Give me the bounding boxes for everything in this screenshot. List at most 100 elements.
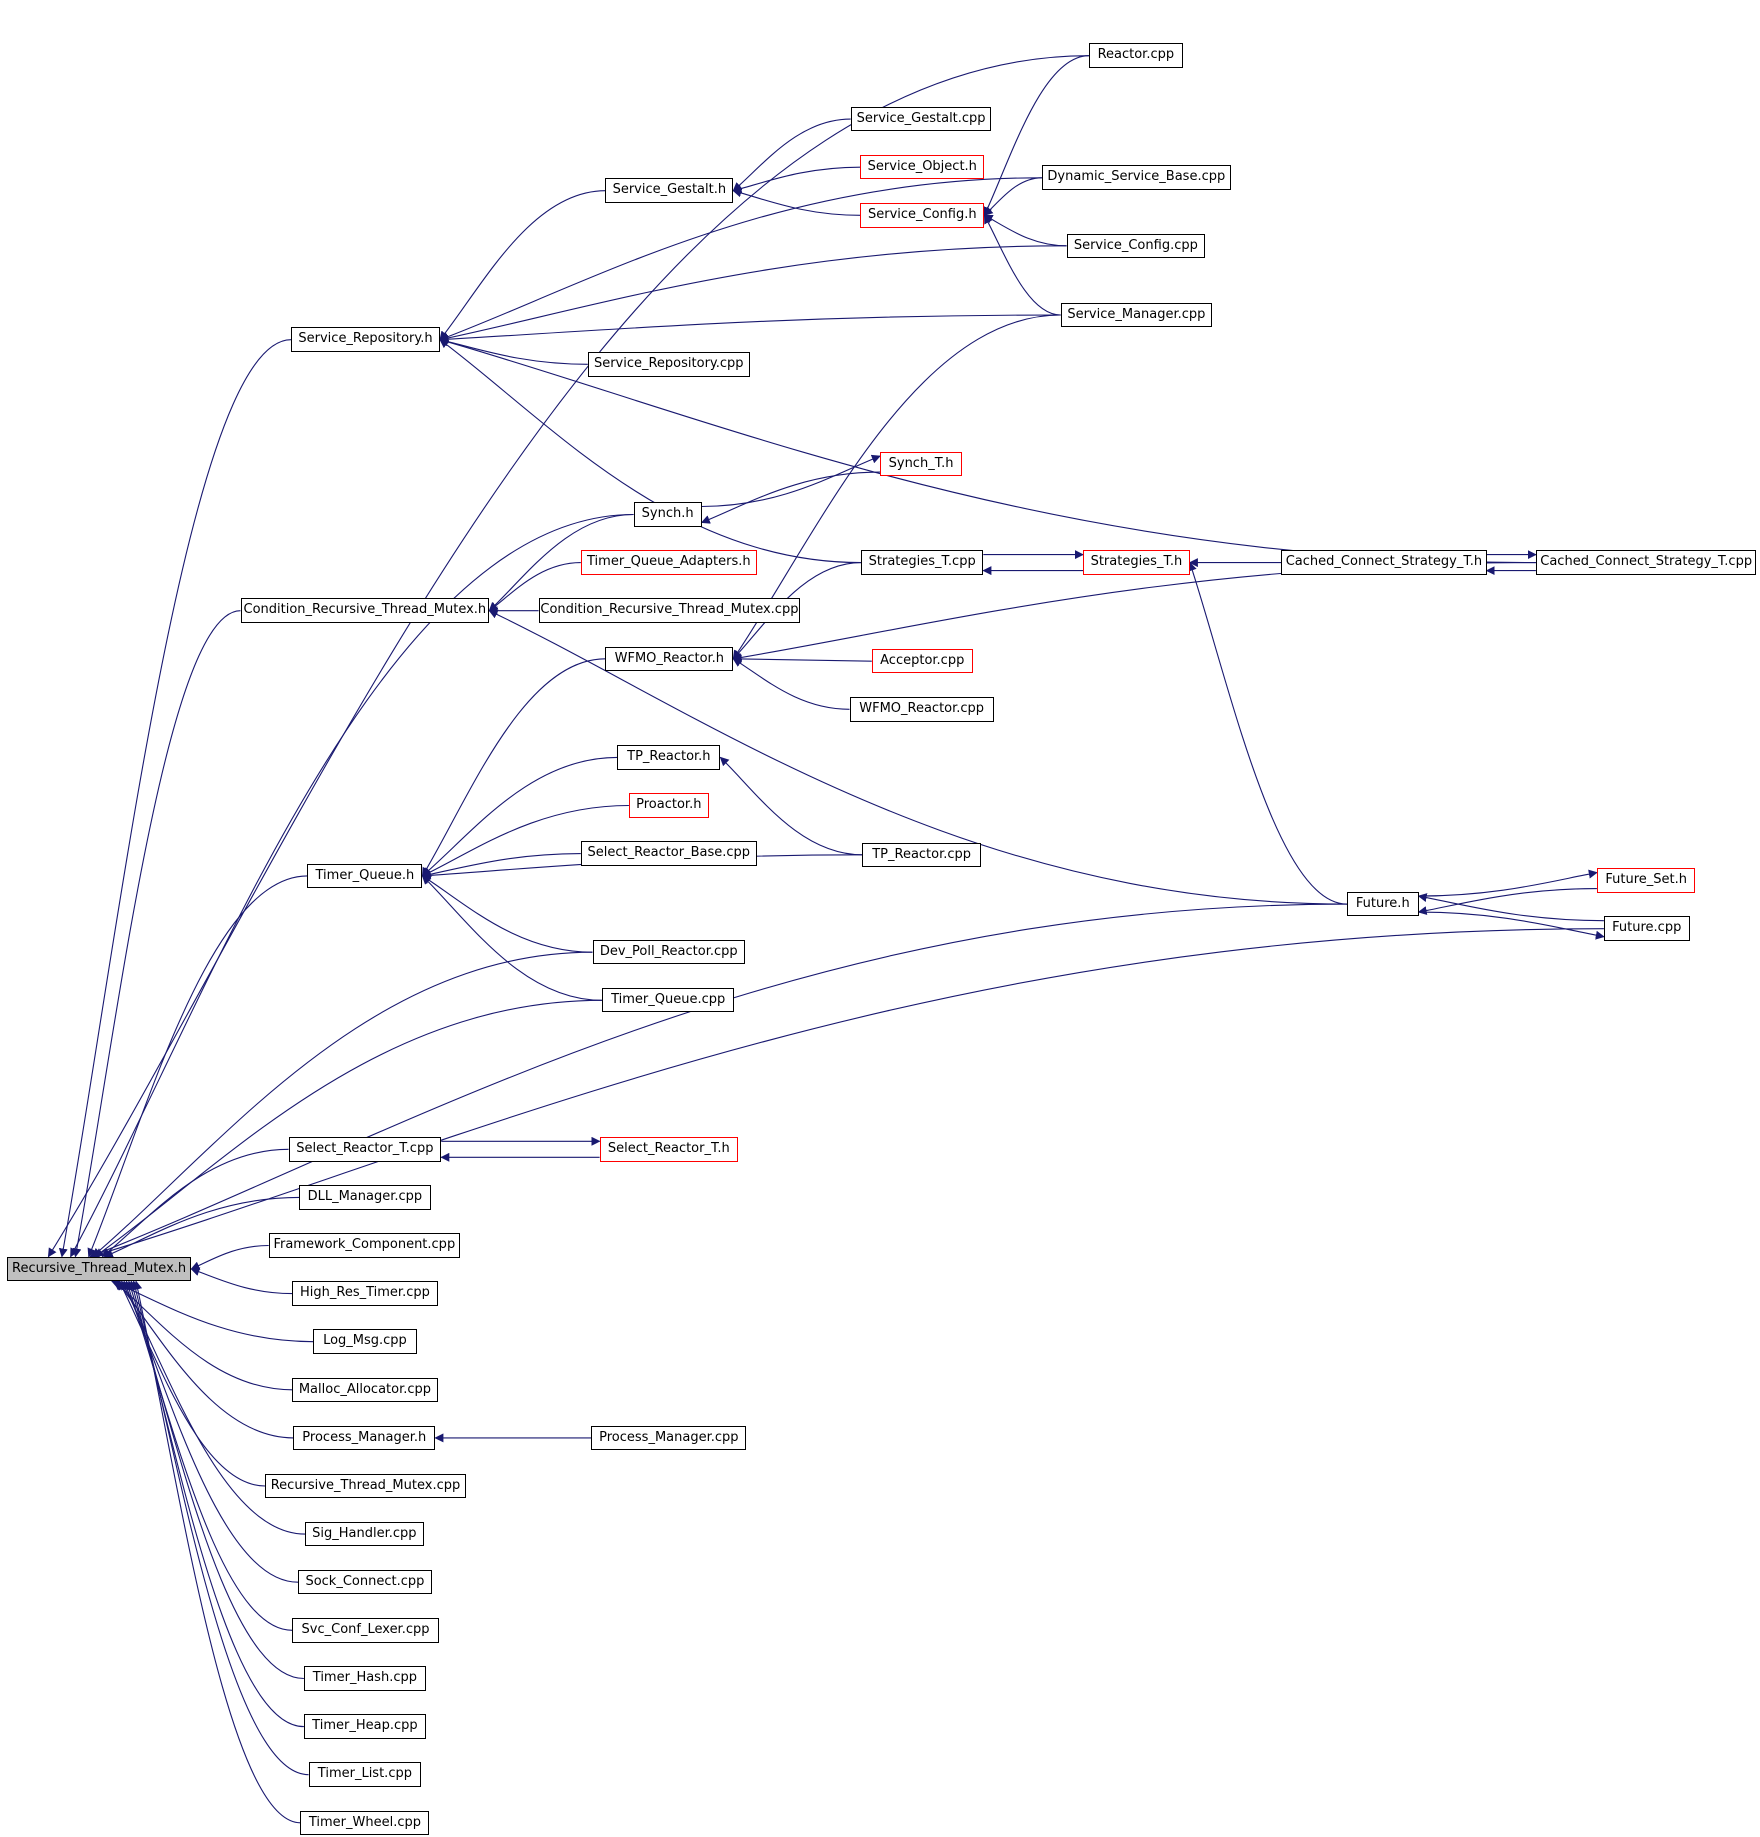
node-wfmo-reactor-h[interactable]: WFMO_Reactor.h [605, 646, 734, 672]
node-service-repository-cpp[interactable]: Service_Repository.cpp [587, 352, 750, 377]
edge-reactor-cpp-to-recursive-thread-mutex-h [47, 55, 1089, 1258]
node-timer-hash-cpp[interactable]: Timer_Hash.cpp [303, 1666, 426, 1691]
node-recursive-thread-mutex-cpp[interactable]: Recursive_Thread_Mutex.cpp [265, 1473, 466, 1499]
edge-timer-queue-adapters-h-to-condition-recursive-thread-mutex-h [488, 562, 581, 612]
edge-future-h-to-recursive-thread-mutex-h [89, 903, 1348, 1258]
node-log-msg-cpp[interactable]: Log_Msg.cpp [313, 1329, 417, 1354]
node-cached-connect-strategy-t-cpp[interactable]: Cached_Connect_Strategy_T.cpp [1535, 550, 1757, 575]
node-select-reactor-t-h[interactable]: Select_Reactor_T.h [599, 1137, 739, 1162]
edge-future-h-to-strategies-t-h [1188, 561, 1348, 905]
node-timer-queue-h[interactable]: Timer_Queue.h [307, 863, 423, 889]
edge-strategies-t-cpp-to-wfmo-reactor-h [732, 562, 862, 660]
node-service-config-h[interactable]: Service_Config.h [860, 203, 985, 228]
node-high-res-timer-cpp[interactable]: High_Res_Timer.cpp [292, 1281, 438, 1306]
edge-future-h-to-condition-recursive-thread-mutex-h [488, 610, 1348, 905]
node-tp-reactor-cpp[interactable]: TP_Reactor.cpp [862, 842, 981, 868]
node-service-object-h[interactable]: Service_Object.h [860, 154, 985, 180]
edge-service-repository-cpp-to-service-repository-h [439, 337, 588, 365]
edge-timer-heap-cpp-to-recursive-thread-mutex-h [129, 1280, 304, 1728]
edge-timer-queue-cpp-to-recursive-thread-mutex-h [94, 999, 602, 1258]
node-timer-wheel-cpp[interactable]: Timer_Wheel.cpp [300, 1810, 430, 1836]
node-service-repository-h[interactable]: Service_Repository.h [291, 327, 440, 352]
node-synch-t-h[interactable]: Synch_T.h [880, 451, 963, 477]
node-future-cpp[interactable]: Future.cpp [1603, 916, 1690, 941]
node-future-h[interactable]: Future.h [1347, 891, 1419, 917]
node-service-gestalt-cpp[interactable]: Service_Gestalt.cpp [850, 106, 992, 132]
node-strategies-t-h[interactable]: Strategies_T.h [1083, 550, 1190, 575]
edge-service-repository-h-to-recursive-thread-mutex-h [58, 339, 292, 1258]
node-strategies-t-cpp[interactable]: Strategies_T.cpp [861, 550, 984, 575]
edge-dev-poll-reactor-cpp-to-recursive-thread-mutex-h [91, 951, 593, 1258]
node-service-config-cpp[interactable]: Service_Config.cpp [1066, 233, 1206, 259]
edge-tp-reactor-cpp-to-tp-reactor-h [719, 756, 863, 856]
node-select-reactor-t-cpp[interactable]: Select_Reactor_T.cpp [288, 1137, 442, 1162]
edge-strategies-t-cpp-to-service-repository-h [439, 339, 862, 564]
edge-synch-h-to-synch-t-h [701, 454, 881, 508]
node-service-gestalt-h[interactable]: Service_Gestalt.h [605, 178, 734, 203]
edge-dev-poll-reactor-cpp-to-timer-queue-h [421, 875, 593, 953]
edge-future-cpp-to-future-h [1417, 893, 1604, 922]
edge-timer-list-cpp-to-recursive-thread-mutex-h [131, 1280, 309, 1776]
node-sock-connect-cpp[interactable]: Sock_Connect.cpp [298, 1569, 432, 1595]
edge-dynamic-service-base-cpp-to-service-repository-h [439, 177, 1042, 342]
edge-future-h-to-future-set-h [1418, 869, 1598, 897]
edge-service-config-h-to-service-gestalt-h [732, 188, 861, 216]
node-timer-queue-cpp[interactable]: Timer_Queue.cpp [601, 987, 735, 1013]
node-malloc-allocator-cpp[interactable]: Malloc_Allocator.cpp [292, 1377, 438, 1403]
node-condition-recursive-thread-mutex-h[interactable]: Condition_Recursive_Thread_Mutex.h [240, 598, 490, 623]
edge-malloc-allocator-cpp-to-recursive-thread-mutex-h [113, 1280, 293, 1391]
node-tp-reactor-h[interactable]: TP_Reactor.h [617, 745, 721, 770]
edge-process-manager-h-to-recursive-thread-mutex-h [116, 1280, 294, 1439]
node-dynamic-service-base-cpp[interactable]: Dynamic_Service_Base.cpp [1041, 165, 1231, 190]
edge-service-config-cpp-to-service-config-h [983, 214, 1067, 247]
node-cached-connect-strategy-t-h[interactable]: Cached_Connect_Strategy_T.h [1281, 550, 1487, 575]
node-condition-recursive-thread-mutex-cpp[interactable]: Condition_Recursive_Thread_Mutex.cpp [538, 598, 801, 623]
node-select-reactor-base-cpp[interactable]: Select_Reactor_Base.cpp [580, 841, 757, 866]
edge-timer-queue-cpp-to-timer-queue-h [421, 875, 602, 1001]
edge-service-manager-cpp-to-service-repository-h [439, 314, 1061, 344]
node-recursive-thread-mutex-h: Recursive_Thread_Mutex.h [7, 1256, 192, 1282]
node-dll-manager-cpp[interactable]: DLL_Manager.cpp [299, 1185, 431, 1210]
node-proactor-h[interactable]: Proactor.h [628, 793, 709, 818]
node-synch-h[interactable]: Synch.h [633, 502, 702, 527]
edge-timer-wheel-cpp-to-recursive-thread-mutex-h [133, 1280, 301, 1824]
edge-service-config-cpp-to-service-repository-h [439, 245, 1067, 343]
edge-wfmo-reactor-cpp-to-wfmo-reactor-h [732, 658, 850, 710]
edge-select-reactor-base-cpp-to-timer-queue-h [421, 853, 581, 879]
node-reactor-cpp[interactable]: Reactor.cpp [1088, 43, 1183, 68]
node-sig-handler-cpp[interactable]: Sig_Handler.cpp [305, 1521, 424, 1547]
edge-cached-connect-strategy-t-cpp-to-wfmo-reactor-h [732, 562, 1536, 662]
edge-future-h-to-future-cpp [1418, 911, 1605, 940]
edge-dll-manager-cpp-to-recursive-thread-mutex-h [103, 1196, 300, 1258]
node-framework-component-cpp[interactable]: Framework_Component.cpp [268, 1233, 460, 1258]
node-process-manager-cpp[interactable]: Process_Manager.cpp [591, 1425, 747, 1451]
edge-timer-queue-h-to-recursive-thread-mutex-h [87, 875, 308, 1258]
edge-service-gestalt-cpp-to-service-gestalt-h [732, 118, 851, 192]
node-future-set-h[interactable]: Future_Set.h [1596, 868, 1696, 893]
edge-tp-reactor-h-to-timer-queue-h [421, 756, 618, 877]
edge-dynamic-service-base-cpp-to-service-config-h [983, 177, 1042, 216]
edge-service-gestalt-h-to-service-repository-h [439, 190, 606, 341]
node-timer-list-cpp[interactable]: Timer_List.cpp [308, 1762, 422, 1787]
edge-synch-h-to-condition-recursive-thread-mutex-h [488, 513, 634, 612]
edge-framework-component-cpp-to-recursive-thread-mutex-h [190, 1244, 269, 1270]
edge-high-res-timer-cpp-to-recursive-thread-mutex-h [190, 1267, 293, 1295]
node-timer-heap-cpp[interactable]: Timer_Heap.cpp [303, 1714, 426, 1739]
node-svc-conf-lexer-cpp[interactable]: Svc_Conf_Lexer.cpp [292, 1618, 439, 1643]
edge-wfmo-reactor-h-to-timer-queue-h [421, 658, 606, 877]
node-wfmo-reactor-cpp[interactable]: WFMO_Reactor.cpp [849, 697, 994, 722]
edge-service-manager-cpp-to-service-config-h [983, 214, 1061, 316]
node-process-manager-h[interactable]: Process_Manager.h [293, 1425, 436, 1451]
edge-sock-connect-cpp-to-recursive-thread-mutex-h [122, 1280, 299, 1583]
edge-recursive-thread-mutex-cpp-to-recursive-thread-mutex-h [118, 1280, 266, 1487]
node-service-manager-cpp[interactable]: Service_Manager.cpp [1060, 302, 1213, 328]
edge-select-reactor-t-cpp-to-recursive-thread-mutex-h [101, 1148, 289, 1258]
node-dev-poll-reactor-cpp[interactable]: Dev_Poll_Reactor.cpp [592, 939, 745, 965]
node-acceptor-cpp[interactable]: Acceptor.cpp [871, 648, 973, 674]
node-timer-queue-adapters-h[interactable]: Timer_Queue_Adapters.h [580, 550, 757, 575]
edge-condition-recursive-thread-mutex-h-to-recursive-thread-mutex-h [72, 610, 241, 1258]
edge-acceptor-cpp-to-wfmo-reactor-h [732, 654, 872, 664]
edge-svc-conf-lexer-cpp-to-recursive-thread-mutex-h [124, 1280, 293, 1631]
